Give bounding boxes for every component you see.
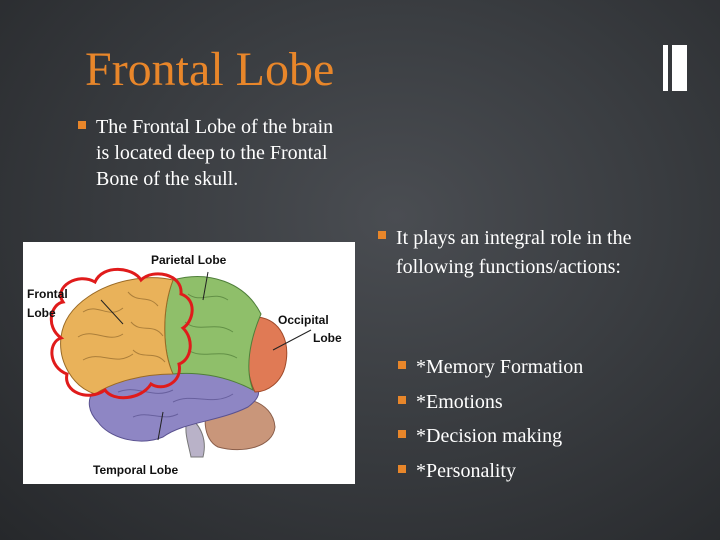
label-occipital-line1: Occipital bbox=[278, 313, 329, 327]
list-item: *Memory Formation bbox=[398, 354, 583, 389]
bullet-icon bbox=[398, 430, 406, 438]
label-frontal-line2: Lobe bbox=[27, 306, 56, 320]
right-bullet-text: It plays an integral role in the followi… bbox=[396, 227, 632, 278]
left-bullet-text: The Frontal Lobe of the brain is located… bbox=[96, 116, 334, 190]
label-temporal-lobe: Temporal Lobe bbox=[93, 463, 178, 477]
label-parietal-lobe: Parietal Lobe bbox=[151, 253, 227, 267]
frontal-highlight-outline bbox=[49, 267, 194, 400]
right-bullet: It plays an integral role in the followi… bbox=[378, 224, 668, 282]
bullet-icon bbox=[398, 395, 406, 404]
brainstem-region bbox=[185, 416, 205, 458]
list-item: *Personality bbox=[398, 458, 583, 493]
bullet-icon bbox=[378, 231, 386, 239]
corner-accent bbox=[663, 45, 687, 91]
bullet-icon bbox=[398, 361, 406, 369]
label-occipital-line2: Lobe bbox=[313, 331, 342, 345]
brain-diagram: Parietal Lobe Frontal Lobe Occipital Lob… bbox=[23, 242, 355, 484]
slide-title: Frontal Lobe bbox=[85, 43, 335, 96]
bullet-icon bbox=[398, 464, 406, 473]
left-bullet: The Frontal Lobe of the brain is located… bbox=[78, 114, 348, 192]
bullet-icon bbox=[78, 121, 86, 129]
functions-list: *Memory Formation *Emotions *Decision ma… bbox=[398, 354, 583, 492]
label-frontal-line1: Frontal bbox=[27, 287, 68, 301]
list-item: *Emotions bbox=[398, 389, 583, 424]
list-item: *Decision making bbox=[398, 423, 583, 458]
